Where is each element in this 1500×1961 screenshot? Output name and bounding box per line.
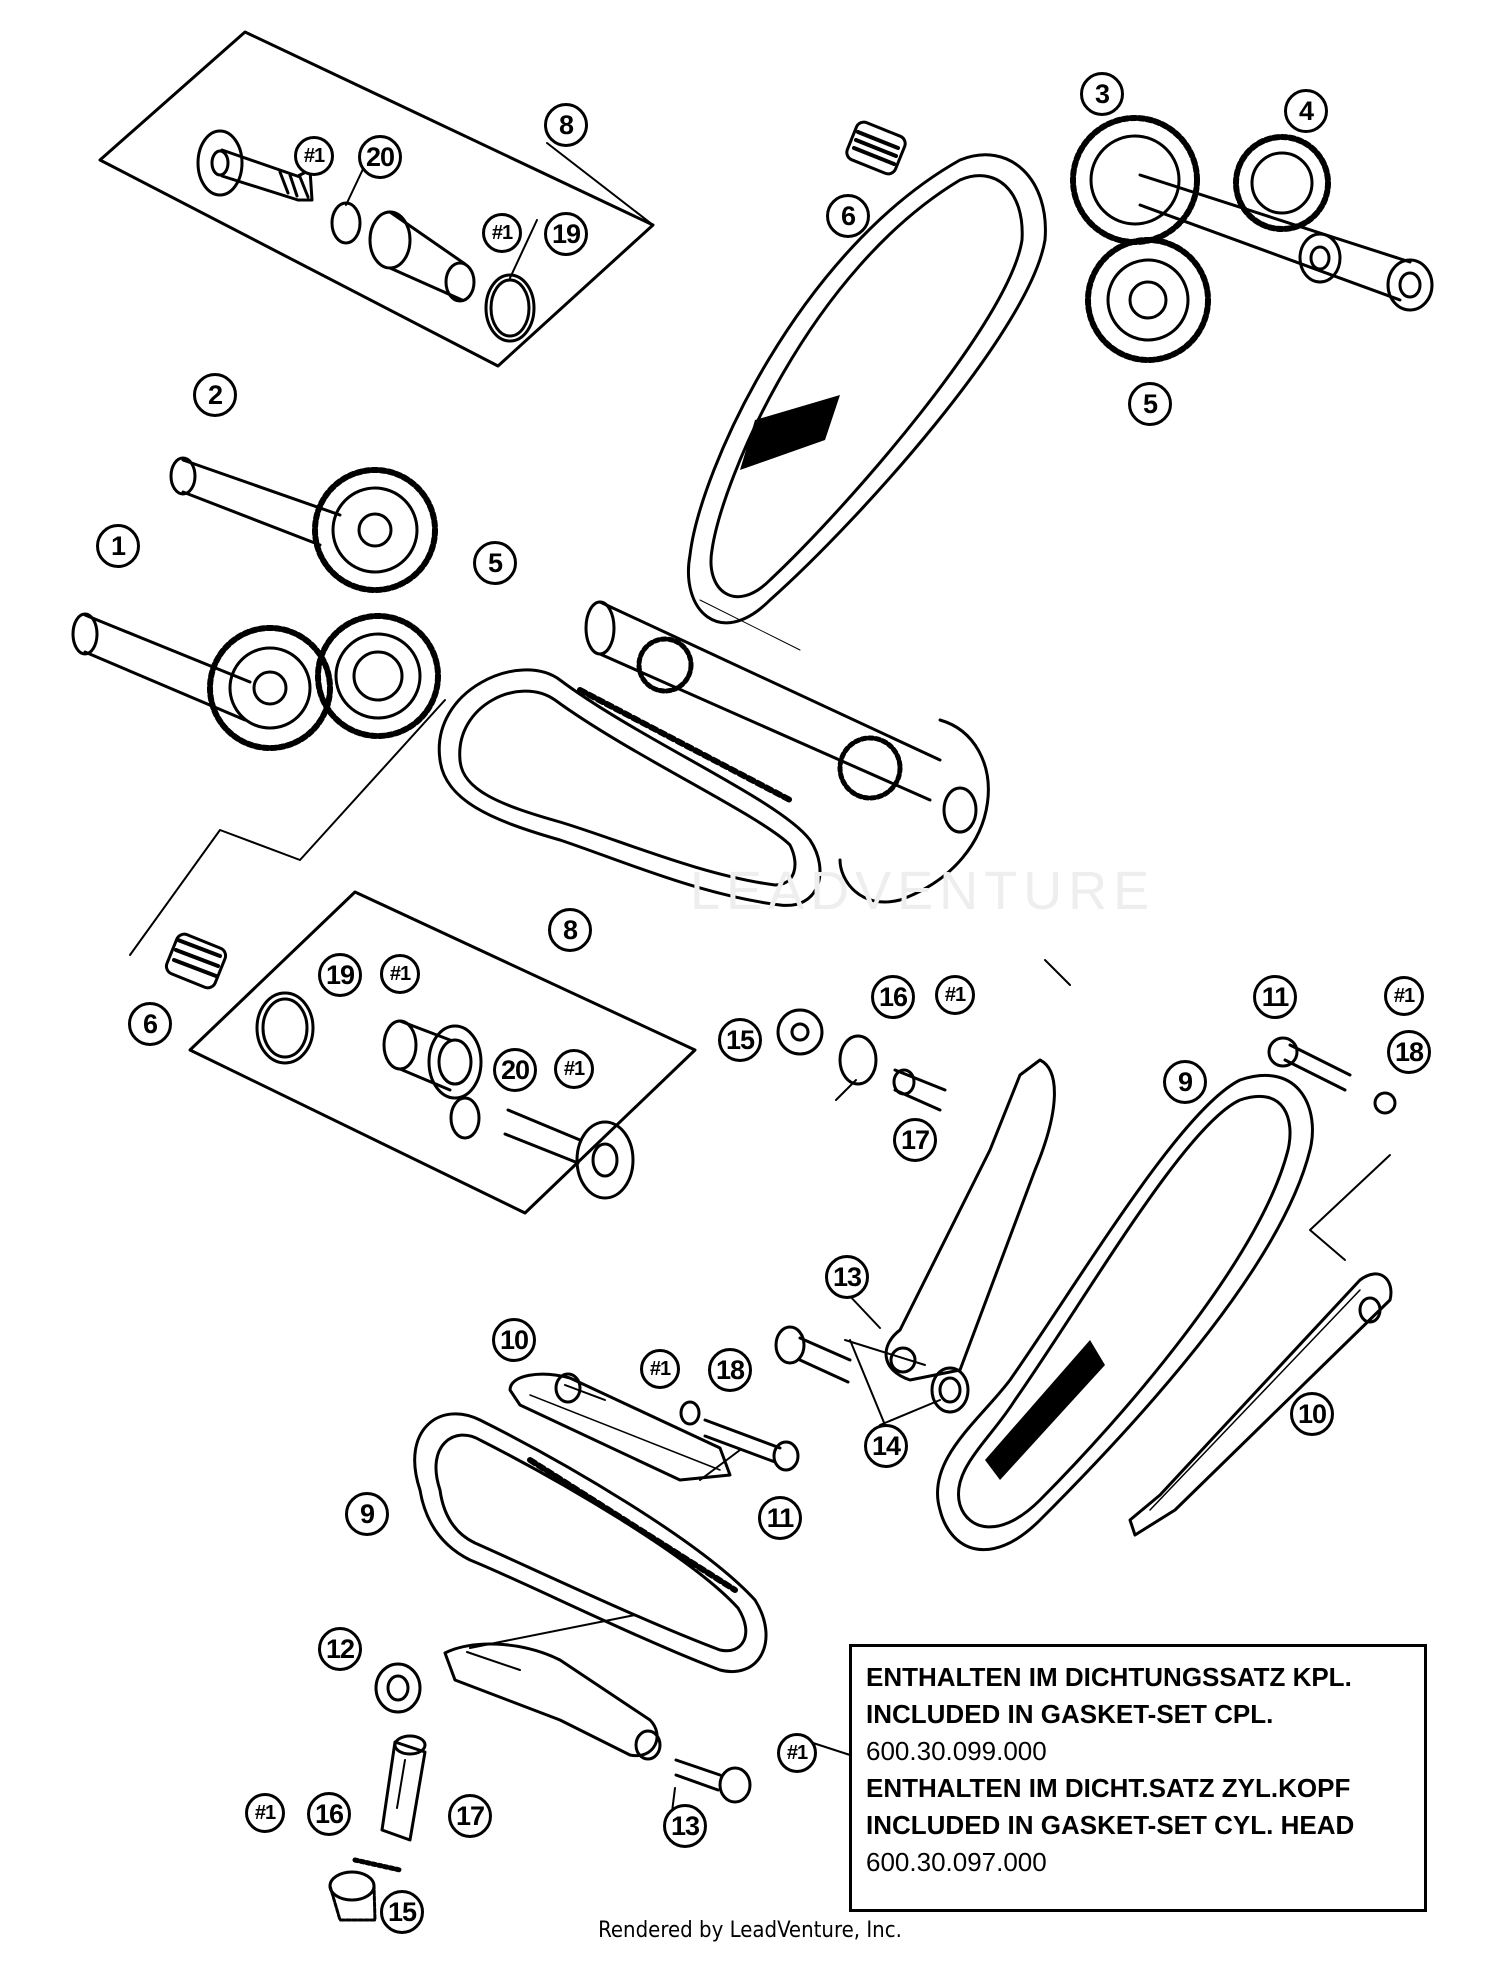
tensioner-rail-12 [374,1642,752,1804]
callout-6-top: 6 [826,194,870,238]
callout-hash1-lower-a: #1 [380,954,420,994]
bolt-11-right [1267,1036,1397,1115]
tensioner-plug-lower [328,1734,427,1922]
callout-13-mid: 13 [825,1255,869,1299]
timing-chain-right [936,1073,1314,1551]
callout-1: 1 [96,524,140,568]
tensioner-plug-middle [776,1008,947,1112]
timing-chain-middle [437,668,822,907]
callout-10-left: 10 [492,1318,536,1362]
callout-19-top: 19 [544,212,588,256]
tensioner-rail-right [774,1058,1056,1414]
callout-20-top: 20 [358,135,402,179]
callout-16-lower: 16 [307,1792,351,1836]
callout-17-mid: 17 [893,1118,937,1162]
callout-11-lower: 11 [758,1496,802,1540]
legend-box: ENTHALTEN IM DICHTUNGSSATZ KPL. INCLUDED… [849,1644,1427,1912]
needle-bearing-top [845,120,907,176]
callout-4: 4 [1284,89,1328,133]
callout-14: 14 [864,1424,908,1468]
crankshaft [584,600,990,904]
callout-15-mid: 15 [718,1018,762,1062]
callout-hash1-top-a: #1 [294,136,334,176]
callout-8-lower: 8 [548,908,592,952]
callout-17-lower: 17 [448,1794,492,1838]
legend-line-en-1: INCLUDED IN GASKET-SET CPL. [866,1699,1274,1729]
guide-rail-10-right [1128,1154,1393,1537]
timing-chain-lower [413,1412,768,1673]
callout-11-right: 11 [1253,975,1297,1019]
footer-credit: Rendered by LeadVenture, Inc. [598,1918,902,1943]
callout-hash1-bottom: #1 [245,1793,285,1833]
legend-part-number-2: 600.30.097.000 [866,1847,1047,1877]
kit-box-top-8 [98,30,655,368]
callout-hash1-right: #1 [1384,976,1424,1016]
guide-rail-10-left [508,1372,732,1482]
callout-hash1-legend: #1 [777,1733,817,1773]
timing-chain-top [687,153,1047,651]
callout-13-lower: 13 [663,1804,707,1848]
callout-2: 2 [193,373,237,417]
callout-hash1-lower-b: #1 [554,1049,594,1089]
callout-6-lower: 6 [128,1002,172,1046]
callout-20-lower: 20 [493,1048,537,1092]
callout-3: 3 [1080,72,1124,116]
callout-16-mid: 16 [871,975,915,1019]
callout-5-top: 5 [1128,382,1172,426]
callout-5-left: 5 [473,541,517,585]
bolt-11-lower [679,1400,800,1472]
callout-18-right: 18 [1387,1030,1431,1074]
callout-hash1-top-b: #1 [482,213,522,253]
legend-part-number-1: 600.30.099.000 [866,1736,1047,1766]
legend-line-de-1: ENTHALTEN IM DICHTUNGSSATZ KPL. [866,1662,1352,1692]
callout-hash1-rail: #1 [640,1349,680,1389]
callout-8-top: 8 [544,103,588,147]
callout-hash1-mid: #1 [935,975,975,1015]
legend-line-de-2: ENTHALTEN IM DICHT.SATZ ZYL.KOPF [866,1773,1351,1803]
callout-10-right: 10 [1290,1392,1334,1436]
legend-line-en-2: INCLUDED IN GASKET-SET CYL. HEAD [866,1810,1355,1840]
callout-12: 12 [318,1627,362,1671]
watermark: LEADVENTURE [690,861,1156,921]
callout-9-lower: 9 [345,1492,389,1536]
leader-line-kit [129,699,446,956]
camshaft-assembly-top [1070,115,1434,363]
callout-18-lower: 18 [708,1348,752,1392]
kit-box-lower-8 [188,890,697,1215]
needle-bearing-lower [164,932,228,990]
callout-19-lower: 19 [318,953,362,997]
camshaft-assembly-left [71,456,441,751]
callout-15-lower: 15 [380,1890,424,1934]
leader-lines [345,142,1071,1829]
callout-9-right: 9 [1163,1060,1207,1104]
